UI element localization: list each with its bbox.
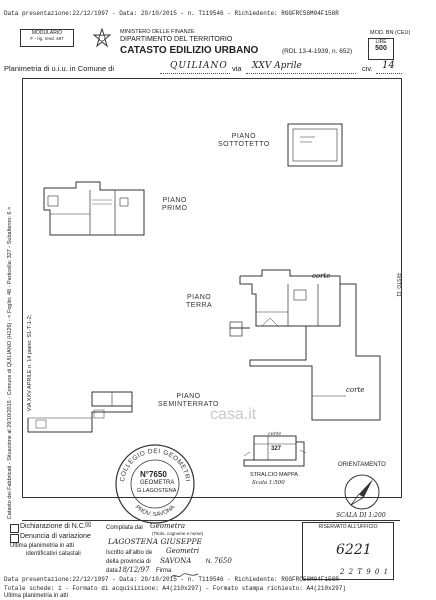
mod-code: MOD. BN (CEU) — [370, 30, 411, 36]
civ-label: civ. — [362, 64, 373, 73]
modulario-label: MODULARIO — [31, 30, 63, 36]
signature — [170, 566, 200, 578]
label-primo-line2: PRIMO — [162, 205, 188, 212]
geometri-stamp: COLLEGIO DEI GEOMETRI PROV. SAVONA — [114, 443, 196, 525]
data-value: 18/12/97 — [118, 566, 150, 574]
label-corte-1: corte — [312, 272, 331, 280]
compiler-name: LAGOSTENA GIUSEPPE — [108, 537, 202, 546]
stamp-bottom-arc: PROV. SAVONA — [134, 504, 177, 518]
compilata-sub: (Titolo, cognome e nome) — [152, 531, 204, 536]
compilata-value: Geometra — [150, 522, 186, 530]
watermark: casa.it — [210, 406, 257, 423]
modulario-box: MODULARIO F - rig. rend. 497 — [20, 29, 74, 47]
plan-frame — [22, 78, 402, 498]
label-seminterrato-line1: PIANO — [176, 393, 201, 400]
numero-value: 7650 — [214, 557, 232, 565]
ministry-name: MINISTERO DELLE FINANZE — [120, 29, 195, 35]
via-label: via — [232, 64, 242, 73]
civ-underline — [376, 73, 402, 74]
footer-divider — [22, 520, 400, 521]
label-primo: PIANO PRIMO — [162, 197, 187, 213]
denuncia-label: Denuncia di variazione — [20, 533, 91, 540]
numero-label: N. — [206, 559, 212, 565]
checkbox-denuncia[interactable] — [10, 534, 19, 543]
label-seminterrato-line2: SEMINTERRATO — [158, 401, 219, 408]
iscritto-label: Iscritto all'albo de — [106, 550, 153, 556]
map-caption: STRALCIO MAPPA — [250, 472, 298, 478]
ultima-label: Ultima planimetria in atti — [10, 543, 75, 549]
label-sottotetto: PIANO SOTTOTETTO — [218, 133, 270, 149]
map-excerpt — [243, 435, 307, 467]
provincia-label: della provincia di — [106, 559, 151, 565]
comune-underline — [160, 73, 230, 74]
label-terra: PIANO TERRA — [186, 294, 212, 310]
map-scale: Scala 1:500 — [252, 480, 285, 486]
label-seminterrato: PIANO SEMINTERRATO — [158, 393, 219, 409]
checkbox-dichiarazione[interactable] — [10, 524, 19, 533]
orientation-scale: SCALA DI 1:200 — [336, 512, 386, 519]
planimetria-prefix: Planimetria di u.i.u. in Comune di — [4, 64, 115, 73]
iscritto-value: Geometri — [166, 547, 200, 555]
stamp-role: GEOMETRA — [140, 480, 175, 486]
label-primo-line1: PIANO — [162, 197, 187, 204]
bottom-ultima-line: Ultima planimetria in atti — [4, 593, 69, 599]
via-value: XXV Aprile — [252, 61, 302, 71]
plan-sottotetto — [287, 123, 343, 167]
plan-terra — [229, 269, 381, 421]
label-terra-line1: PIANO — [186, 294, 212, 301]
law-reference: (RDL 13-4-1939, n. 652) — [282, 48, 353, 55]
office-code: 2 2 T 9 0 1 — [340, 568, 390, 576]
comune-value: QUILIANO — [170, 61, 228, 71]
republic-emblem-icon — [92, 27, 112, 48]
provincia-value: SAVONA — [160, 557, 192, 565]
document-title: CATASTO EDILIZIO URBANO — [120, 45, 259, 56]
label-corte-2: corte — [346, 386, 365, 394]
header-print-line: Data presentazione:22/12/1997 - Data: 29… — [4, 10, 339, 17]
bottom-print-line-1: Data presentazione:22/12/1997 - Data: 29… — [4, 576, 339, 583]
orientation-label: ORIENTAMENTO — [338, 462, 386, 468]
riservato-label: RISERVATO ALL'UFFICIO — [318, 524, 378, 530]
plan-seminterrato — [27, 391, 133, 433]
identificativi-label: identificativi catastali — [26, 551, 81, 557]
department-name: DIPARTIMENTO DEL TERRITORIO — [120, 36, 233, 43]
plan-primo — [43, 181, 145, 236]
via-underline — [246, 73, 356, 74]
modulario-sub: F - rig. rend. 497 — [30, 36, 64, 41]
price-box: LIRE 500 — [368, 38, 394, 60]
price-label: LIRE — [375, 39, 387, 45]
label-sottotetto-line1: PIANO — [231, 133, 257, 140]
bottom-print-line-2: Totale schede: 1 - Formato di acquisizio… — [4, 585, 347, 592]
stamp-number: N°7650 — [140, 470, 167, 479]
svg-text:PROV. SAVONA: PROV. SAVONA — [134, 504, 177, 518]
label-corte-3: corte — [268, 431, 282, 437]
dichiarazione-label: Dichiarazione di N.C. — [20, 523, 86, 530]
office-number: 6221 — [336, 542, 372, 558]
map-parcel-number: 327 — [271, 446, 282, 452]
label-sottotetto-line2: SOTTOTETTO — [218, 141, 270, 148]
data-label: data — [106, 568, 118, 574]
price-value: 500 — [375, 45, 387, 52]
civ-value: 14 — [382, 60, 395, 71]
label-terra-line2: TERRA — [186, 302, 213, 309]
office-box: RISERVATO ALL'UFFICIO — [302, 522, 394, 580]
compilata-label: Compilata dal — [106, 525, 143, 531]
compass-icon — [342, 472, 382, 512]
stamp-name: G.LAGOSTENA — [137, 488, 177, 494]
dichiarazione-mark: ☒ — [85, 522, 92, 529]
firma-label: Firma — [156, 568, 172, 574]
